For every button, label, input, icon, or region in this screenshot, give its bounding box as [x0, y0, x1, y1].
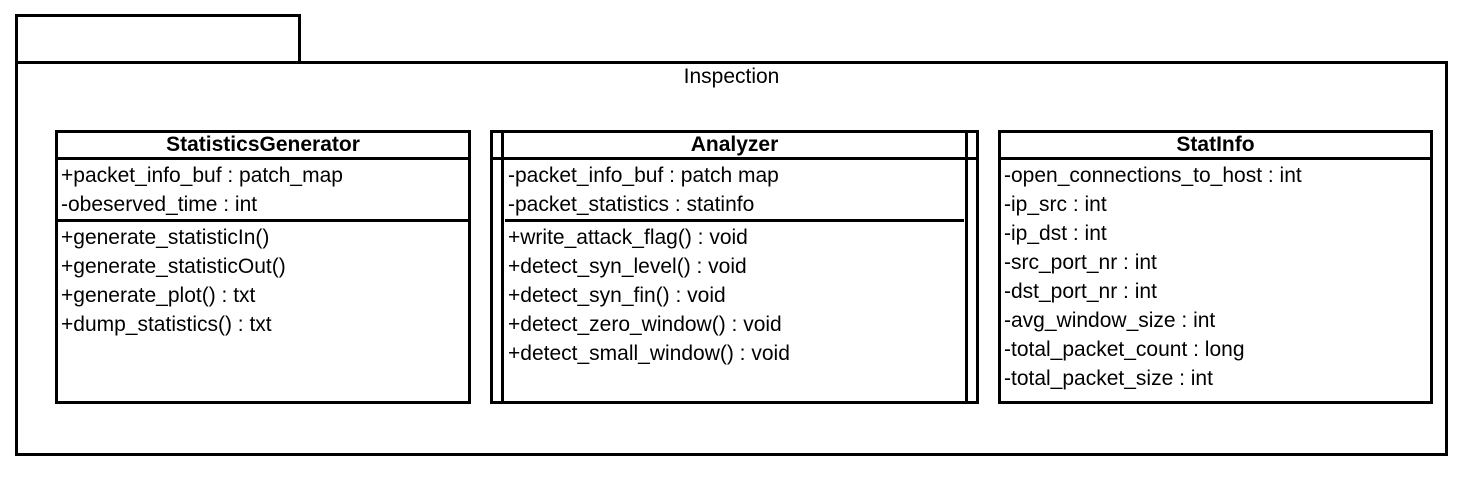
method-line: +generate_plot() : txt [61, 284, 256, 307]
attribute-line: -avg_window_size : int [1004, 309, 1216, 332]
class-title: Analyzer [493, 133, 976, 160]
package-tab [15, 14, 301, 64]
attribute-line: -open_connections_to_host : int [1004, 164, 1302, 187]
method-line: +detect_syn_fin() : void [508, 284, 726, 307]
active-class-right-line [965, 133, 968, 401]
method-line: +generate_statisticOut() [61, 255, 286, 278]
attribute-line: -src_port_nr : int [1004, 251, 1157, 274]
attribute-line: -packet_info_buf : patch map [508, 164, 779, 187]
methods-compartment: +write_attack_flag() : void +detect_syn_… [505, 222, 964, 368]
attributes-compartment: -packet_info_buf : patch map -packet_sta… [505, 160, 964, 222]
attribute-line: -total_packet_count : long [1004, 338, 1245, 361]
class-title: StatisticsGenerator [58, 133, 468, 160]
class-analyzer: Analyzer -packet_info_buf : patch map -p… [490, 130, 979, 404]
active-class-left-line [501, 133, 504, 401]
methods-compartment: +generate_statisticIn() +generate_statis… [58, 222, 468, 339]
method-line: +detect_syn_level() : void [508, 255, 747, 278]
method-line: +detect_small_window() : void [508, 342, 790, 365]
attribute-line: -packet_statistics : statinfo [508, 193, 755, 216]
package-title: Inspection [683, 65, 780, 88]
attribute-line: -dst_port_nr : int [1004, 280, 1157, 303]
attributes-compartment: -open_connections_to_host : int -ip_src … [1001, 160, 1430, 393]
method-line: +generate_statisticIn() [61, 226, 270, 249]
method-line: +write_attack_flag() : void [508, 226, 748, 249]
class-statistics-generator: StatisticsGenerator +packet_info_buf : p… [55, 130, 471, 404]
class-statinfo: StatInfo -open_connections_to_host : int… [998, 130, 1433, 404]
attribute-line: -ip_src : int [1004, 193, 1107, 216]
class-title: StatInfo [1001, 133, 1430, 160]
attribute-line: -ip_dst : int [1004, 222, 1107, 245]
attribute-line: -total_packet_size : int [1004, 367, 1213, 390]
attribute-line: +packet_info_buf : patch_map [61, 164, 343, 187]
attribute-line: -obeserved_time : int [61, 193, 258, 216]
attributes-compartment: +packet_info_buf : patch_map -obeserved_… [58, 160, 468, 222]
method-line: +detect_zero_window() : void [508, 313, 782, 336]
method-line: +dump_statistics() : txt [61, 313, 272, 336]
